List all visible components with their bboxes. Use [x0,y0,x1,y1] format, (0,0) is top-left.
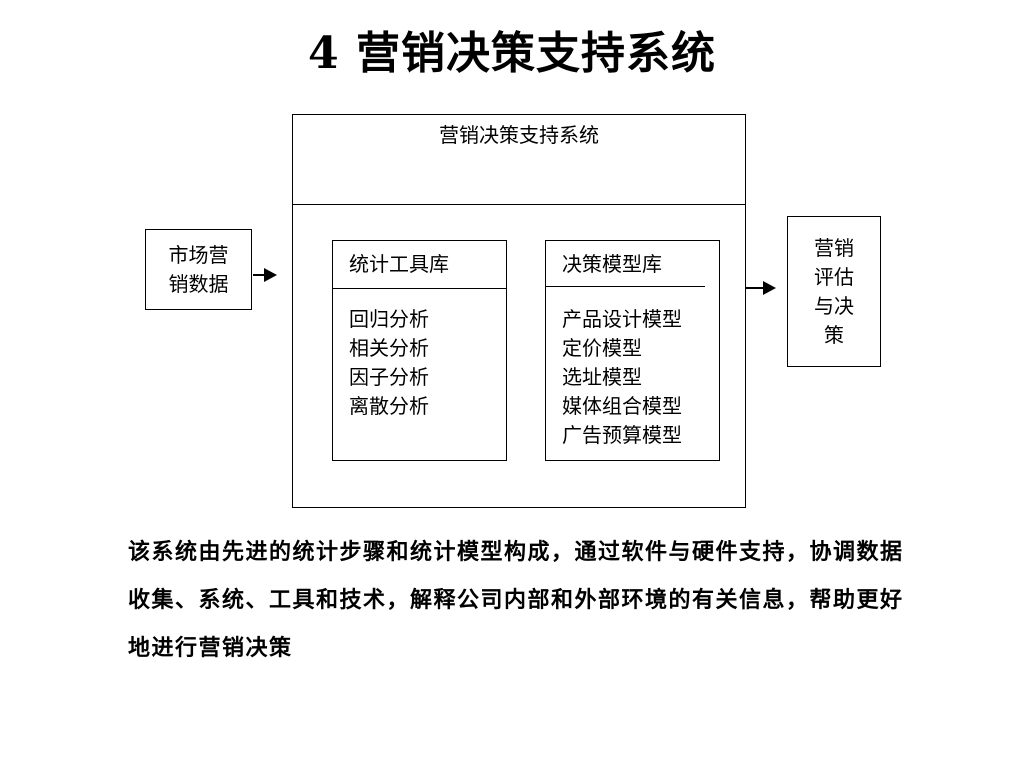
marketing-evaluation-label: 营销 评估 与决 策 [788,217,880,366]
list-item: 回归分析 [349,307,429,331]
statistics-tools-box: 统计工具库 回归分析 相关分析 因子分析 离散分析 [332,240,507,461]
marketing-evaluation-box: 营销 评估 与决 策 [787,216,881,367]
decision-models-title: 决策模型库 [562,252,662,276]
marketing-evaluation-line-3: 与决 [814,293,854,318]
statistics-tools-title: 统计工具库 [333,241,506,289]
statistics-tools-list: 回归分析 相关分析 因子分析 离散分析 [349,305,429,421]
list-item: 广告预算模型 [562,423,682,447]
decision-models-divider [545,286,705,287]
system-box-title: 营销决策支持系统 [439,123,599,147]
market-data-line-2: 销数据 [168,271,229,296]
market-data-line-1: 市场营 [168,242,229,267]
list-item: 因子分析 [349,365,429,389]
list-item: 产品设计模型 [562,307,682,331]
marketing-evaluation-line-1: 营销 [814,235,854,260]
marketing-evaluation-line-2: 评估 [814,264,854,289]
list-item: 选址模型 [562,365,642,389]
decision-models-list: 产品设计模型 定价模型 选址模型 媒体组合模型 广告预算模型 [562,305,682,450]
list-item: 媒体组合模型 [562,394,682,418]
list-item: 离散分析 [349,394,429,418]
market-data-box: 市场营 销数据 [145,229,252,310]
system-box-divider [292,204,746,205]
list-item: 相关分析 [349,336,429,360]
marketing-evaluation-line-4: 策 [824,322,844,347]
input-arrow [253,268,277,282]
output-arrow [746,281,776,295]
list-item: 定价模型 [562,336,642,360]
slide-title: 4 营销决策支持系统 [308,28,716,79]
decision-models-box: 决策模型库 产品设计模型 定价模型 选址模型 媒体组合模型 广告预算模型 [545,240,720,461]
market-data-label: 市场营 销数据 [146,230,251,309]
slide-description: 该系统由先进的统计步骤和统计模型构成，通过软件与硬件支持，协调数据收集、系统、工… [128,539,904,661]
